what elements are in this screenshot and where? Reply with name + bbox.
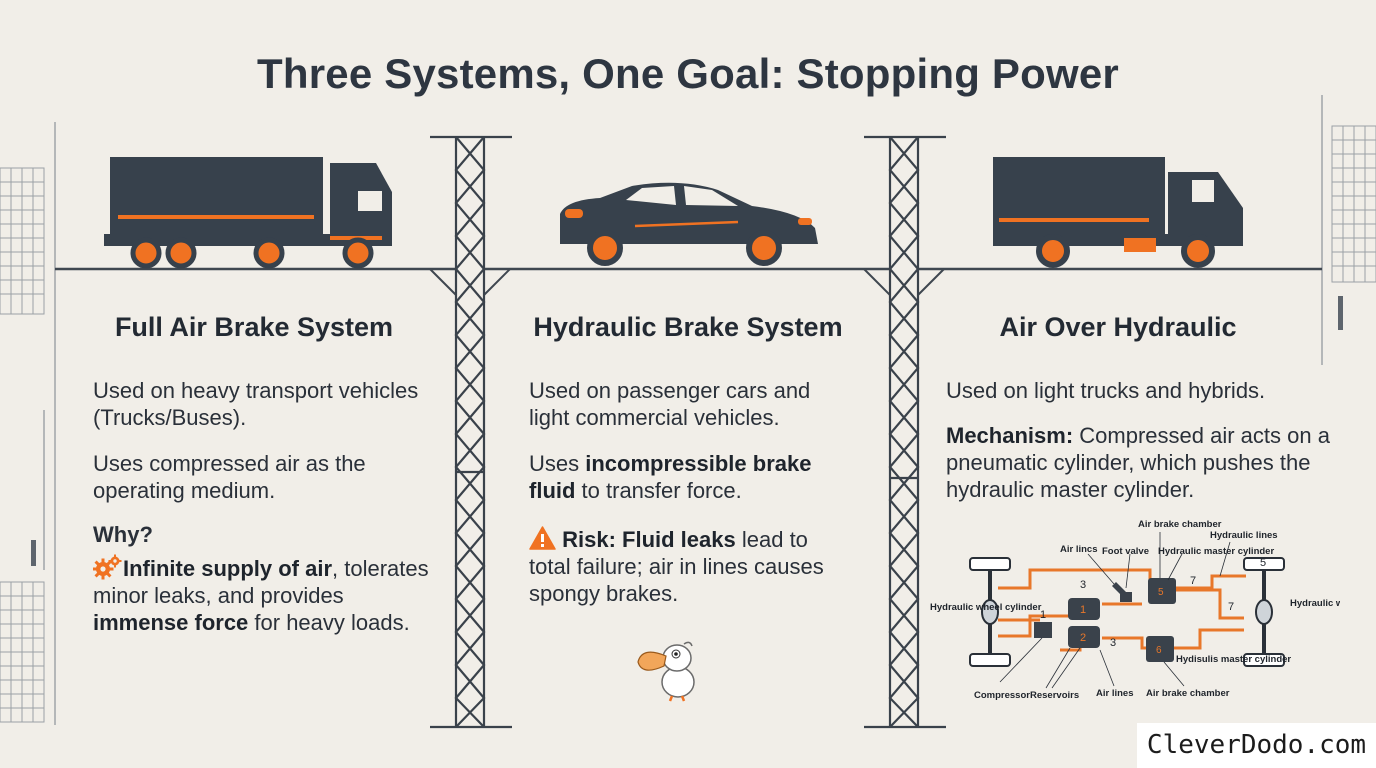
page-title: Three Systems, One Goal: Stopping Power [257, 50, 1119, 97]
hydraulic-fluid: Uses incompressible brake fluid to trans… [529, 450, 859, 504]
label-hydisulis-master: Hydisulis master cylinder [1176, 654, 1291, 665]
label-hydraulic-master-top: Hydraulic master cylinder [1158, 546, 1274, 557]
label-air-brake-chamber-top: Air brake chamber [1138, 519, 1222, 530]
hydraulic-risk-text: lead to total failure; air in lines caus… [529, 527, 824, 606]
compressor [1034, 622, 1052, 638]
column-title-hydraulic: Hydraulic Brake System [533, 312, 843, 342]
truck-icon [104, 157, 392, 269]
label-hydraulic-wheel-left: Hydraulic wheel cylinder [930, 602, 1042, 613]
label-air-lincs: Air lincs [1060, 544, 1098, 555]
column-title-air-brake: Full Air Brake System [114, 312, 394, 342]
label-air-brake-chamber-bottom: Air brake chamber [1146, 688, 1230, 699]
brand-watermark: CleverDodo.com [1137, 723, 1376, 768]
left-grid-top [0, 167, 45, 315]
air-brake-why-text-1: , tolerates minor leaks, and provides [93, 556, 429, 608]
hydraulic-risk-bold: Risk: Fluid leaks [562, 527, 736, 552]
foot-valve [1112, 582, 1132, 602]
tower-left [430, 135, 512, 729]
master-bottom-number: 6 [1156, 645, 1162, 656]
air-brake-medium: Uses compressed air as the operating med… [93, 451, 366, 503]
light-truck-icon [993, 157, 1243, 268]
column-title-air-over-hydraulic: Air Over Hydraulic [999, 312, 1237, 342]
num-3-bottom: 3 [1110, 637, 1116, 649]
hydraulic-usage: Used on passenger cars and light commerc… [529, 378, 811, 430]
master-cylinder-top: 5 [1148, 578, 1176, 604]
num-7-top: 7 [1190, 575, 1196, 587]
right-grid [1331, 125, 1376, 283]
car-icon [560, 182, 818, 266]
front-axle [969, 557, 1011, 667]
label-air-lines: Air lines [1096, 688, 1134, 699]
label-hydraulic-lines: Hydraulic lines [1210, 530, 1278, 541]
air-brake-usage: Used on heavy transport vehicles (Trucks… [93, 378, 419, 430]
num-5-rear: 5 [1260, 557, 1266, 569]
hydraulic-risk: Risk: Fluid leaks lead to total failure;… [529, 526, 829, 607]
air-over-hydraulic-usage: Used on light trucks and hybrids. [946, 378, 1266, 403]
air-brake-why-bold-2: immense force [93, 610, 249, 635]
reservoirs: 1 2 [1068, 598, 1100, 648]
label-foot-valve: Foot valve [1102, 546, 1149, 557]
air-brake-why-text: Infinite supply of air, tolerates minor … [92, 554, 433, 636]
mechanism-label: Mechanism: [946, 423, 1074, 448]
air-over-hydraulic-mechanism: Mechanism: Compressed air acts on a pneu… [946, 422, 1346, 503]
num-1: 1 [1040, 609, 1046, 621]
reservoir-1-number: 1 [1080, 604, 1086, 616]
reservoir-2-number: 2 [1080, 632, 1086, 644]
left-grid-bottom [0, 581, 45, 723]
tower-right [864, 135, 946, 729]
air-brake-why-bold-1: Infinite supply of air [123, 556, 333, 581]
air-over-hydraulic-diagram: 1 2 5 6 1 3 3 7 7 5 Air brake chamber Hy… [930, 519, 1340, 701]
rear-axle [1243, 557, 1285, 667]
master-cylinder-bottom: 6 [1146, 636, 1174, 662]
label-reservoirs: Reservoirs [1030, 690, 1079, 701]
air-brake-why-text-2: for heavy loads. [248, 610, 410, 635]
master-top-number: 5 [1158, 587, 1164, 598]
label-hydraulic-wheel-right: Hydraulic wheel cylinder [1290, 598, 1340, 609]
num-7-right: 7 [1228, 601, 1234, 613]
dodo-mascot-icon [637, 641, 695, 702]
label-compressor: Compressor [974, 690, 1030, 701]
gears-icon [92, 554, 122, 580]
warning-icon [529, 526, 556, 550]
hydraulic-fluid-text-2: to transfer force. [575, 478, 742, 503]
mechanism-text: Compressed air acts on a pneumatic cylin… [946, 423, 1330, 502]
air-brake-why-label: Why? [93, 522, 153, 547]
hydraulic-fluid-bold: incompressible brake fluid [529, 451, 812, 503]
hydraulic-fluid-text-1: Uses [529, 451, 586, 476]
num-3-top: 3 [1080, 579, 1086, 591]
